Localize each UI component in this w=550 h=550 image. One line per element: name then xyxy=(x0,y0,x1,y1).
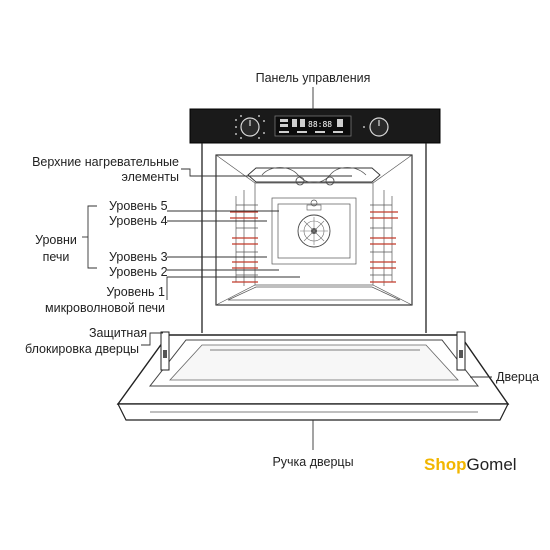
label-level1-1: Уровень 1 xyxy=(106,285,165,299)
label-control-panel: Панель управления xyxy=(256,71,371,85)
label-top-heaters-2: элементы xyxy=(121,170,179,184)
timer-knob xyxy=(369,117,389,137)
label-level4: Уровень 4 xyxy=(109,214,168,228)
function-knob xyxy=(240,117,260,137)
label-level5: Уровень 5 xyxy=(109,199,168,213)
label-level2: Уровень 2 xyxy=(109,265,168,279)
oven-door xyxy=(116,331,510,421)
watermark-gomel: Gomel xyxy=(467,455,517,474)
convection-fan xyxy=(297,214,331,248)
shopgomel-watermark: ShopGomel xyxy=(424,455,517,474)
callout-lines xyxy=(82,87,492,450)
oven-body xyxy=(201,143,427,333)
label-door-handle: Ручка дверцы xyxy=(272,455,353,469)
labels: Панель управления Верхние нагревательные… xyxy=(25,71,539,469)
label-oven-levels-2: печи xyxy=(43,250,70,264)
door-lock-right xyxy=(456,331,466,371)
left-shelf-rack xyxy=(230,190,258,286)
watermark-shop: Shop xyxy=(424,455,467,474)
door-lock-left xyxy=(160,331,170,371)
control-panel: 88:88 xyxy=(189,108,441,144)
label-door-lock-1: Защитная xyxy=(89,326,147,340)
top-heating-element xyxy=(247,167,381,186)
label-level3: Уровень 3 xyxy=(109,250,168,264)
label-oven-levels-1: Уровни xyxy=(35,233,77,247)
svg-text:ShopGomel: ShopGomel xyxy=(424,455,517,474)
display-clock: 88:88 xyxy=(308,120,332,129)
right-shelf-rack xyxy=(370,190,398,286)
label-top-heaters-1: Верхние нагревательные xyxy=(32,155,179,169)
label-door: Дверца xyxy=(496,370,539,384)
label-level1-2: микроволновой печи xyxy=(45,301,165,315)
label-door-lock-2: блокировка дверцы xyxy=(25,342,139,356)
